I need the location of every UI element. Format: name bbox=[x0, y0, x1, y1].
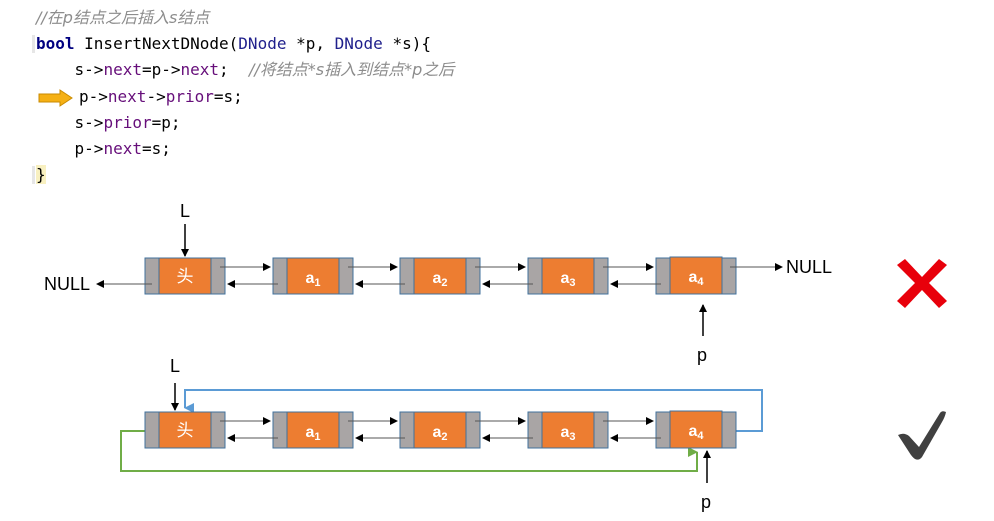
code-line-3: s->prior=p; bbox=[36, 111, 181, 135]
code-field: next bbox=[103, 60, 142, 79]
node-a4: a4 bbox=[655, 410, 737, 449]
head-pointer-label: L bbox=[180, 201, 190, 221]
node-a1: a1 bbox=[272, 257, 354, 295]
cross-icon bbox=[897, 259, 947, 308]
param-type-2: DNode bbox=[334, 34, 383, 53]
code-line-closing: } bbox=[36, 163, 46, 187]
node-a4: a4 bbox=[655, 256, 737, 295]
node-label: a2 bbox=[432, 424, 447, 443]
prior-field bbox=[144, 411, 160, 449]
data-field bbox=[158, 257, 212, 295]
links bbox=[96, 263, 783, 288]
head-node-label: 头 bbox=[177, 267, 194, 287]
diagram-wrong: L 头 a1 a2 a3 bbox=[44, 201, 947, 365]
node-a3: a3 bbox=[527, 257, 609, 295]
code-block: //在p结点之后插入s结点 bool InsertNextDNode(DNode… bbox=[0, 0, 600, 195]
code-token: =s; bbox=[213, 87, 243, 106]
code-token: s-> bbox=[36, 113, 104, 132]
param-1: *p, bbox=[286, 34, 335, 53]
node-head: 头 bbox=[144, 257, 226, 295]
p-pointer-label: p bbox=[697, 345, 707, 365]
code-token: ; bbox=[219, 60, 229, 79]
null-right-label: NULL bbox=[786, 257, 832, 277]
node-label: a3 bbox=[560, 424, 575, 443]
code-token: p-> bbox=[36, 139, 104, 158]
code-comment-inline: //将结点*s插入到结点*p之后 bbox=[228, 60, 455, 79]
diagram-right: L 头 a1 a2 a3 bbox=[120, 356, 946, 512]
code-token: s-> bbox=[36, 60, 104, 79]
node-head: 头 bbox=[144, 411, 226, 449]
data-field bbox=[158, 411, 212, 449]
code-field: next bbox=[107, 87, 147, 106]
node-label: a3 bbox=[560, 270, 575, 289]
head-pointer-label: L bbox=[170, 356, 180, 376]
prior-field bbox=[144, 257, 160, 295]
code-field: prior bbox=[103, 113, 152, 132]
function-name: InsertNextDNode( bbox=[74, 34, 239, 53]
node-label: a1 bbox=[305, 424, 320, 443]
prior-link-head-to-a4 bbox=[120, 430, 698, 472]
keyword-bool: bool bbox=[36, 34, 75, 53]
code-line-1: s->next=p->next; //将结点*s插入到结点*p之后 bbox=[36, 58, 455, 82]
node-label: a4 bbox=[688, 269, 704, 288]
p-pointer-label: p bbox=[701, 492, 711, 512]
arrow-right-icon bbox=[38, 89, 73, 107]
code-field: prior bbox=[165, 87, 214, 106]
node-label: a4 bbox=[688, 423, 704, 442]
code-comment-header: //在p结点之后插入s结点 bbox=[36, 8, 210, 27]
code-line-2-current: p->next->prior=s; bbox=[79, 85, 243, 109]
next-link-a4-to-head bbox=[184, 389, 763, 432]
node-a3: a3 bbox=[527, 411, 609, 449]
code-line-4: p->next=s; bbox=[36, 137, 171, 161]
code-token: -> bbox=[146, 87, 166, 106]
head-node-label: 头 bbox=[177, 421, 194, 441]
code-field: next bbox=[103, 139, 142, 158]
next-field bbox=[210, 411, 226, 449]
code-token: =p-> bbox=[141, 60, 181, 79]
code-token: =s; bbox=[141, 139, 171, 158]
code-token: =p; bbox=[151, 113, 181, 132]
fold-marker bbox=[32, 166, 35, 184]
check-icon bbox=[898, 411, 946, 460]
links bbox=[220, 417, 661, 442]
null-left-label: NULL bbox=[44, 274, 90, 294]
code-line-signature: bool InsertNextDNode(DNode *p, DNode *s)… bbox=[36, 32, 431, 56]
code-field: next bbox=[180, 60, 220, 79]
code-token: p-> bbox=[79, 87, 108, 106]
param-type-1: DNode bbox=[238, 34, 287, 53]
fold-marker bbox=[32, 35, 35, 53]
node-a2: a2 bbox=[399, 411, 481, 449]
node-label: a2 bbox=[432, 270, 447, 289]
node-a2: a2 bbox=[399, 257, 481, 295]
next-field bbox=[210, 257, 226, 295]
node-a1: a1 bbox=[272, 411, 354, 449]
node-label: a1 bbox=[305, 270, 320, 289]
closing-brace: } bbox=[36, 165, 46, 184]
param-2: *s){ bbox=[382, 34, 431, 53]
